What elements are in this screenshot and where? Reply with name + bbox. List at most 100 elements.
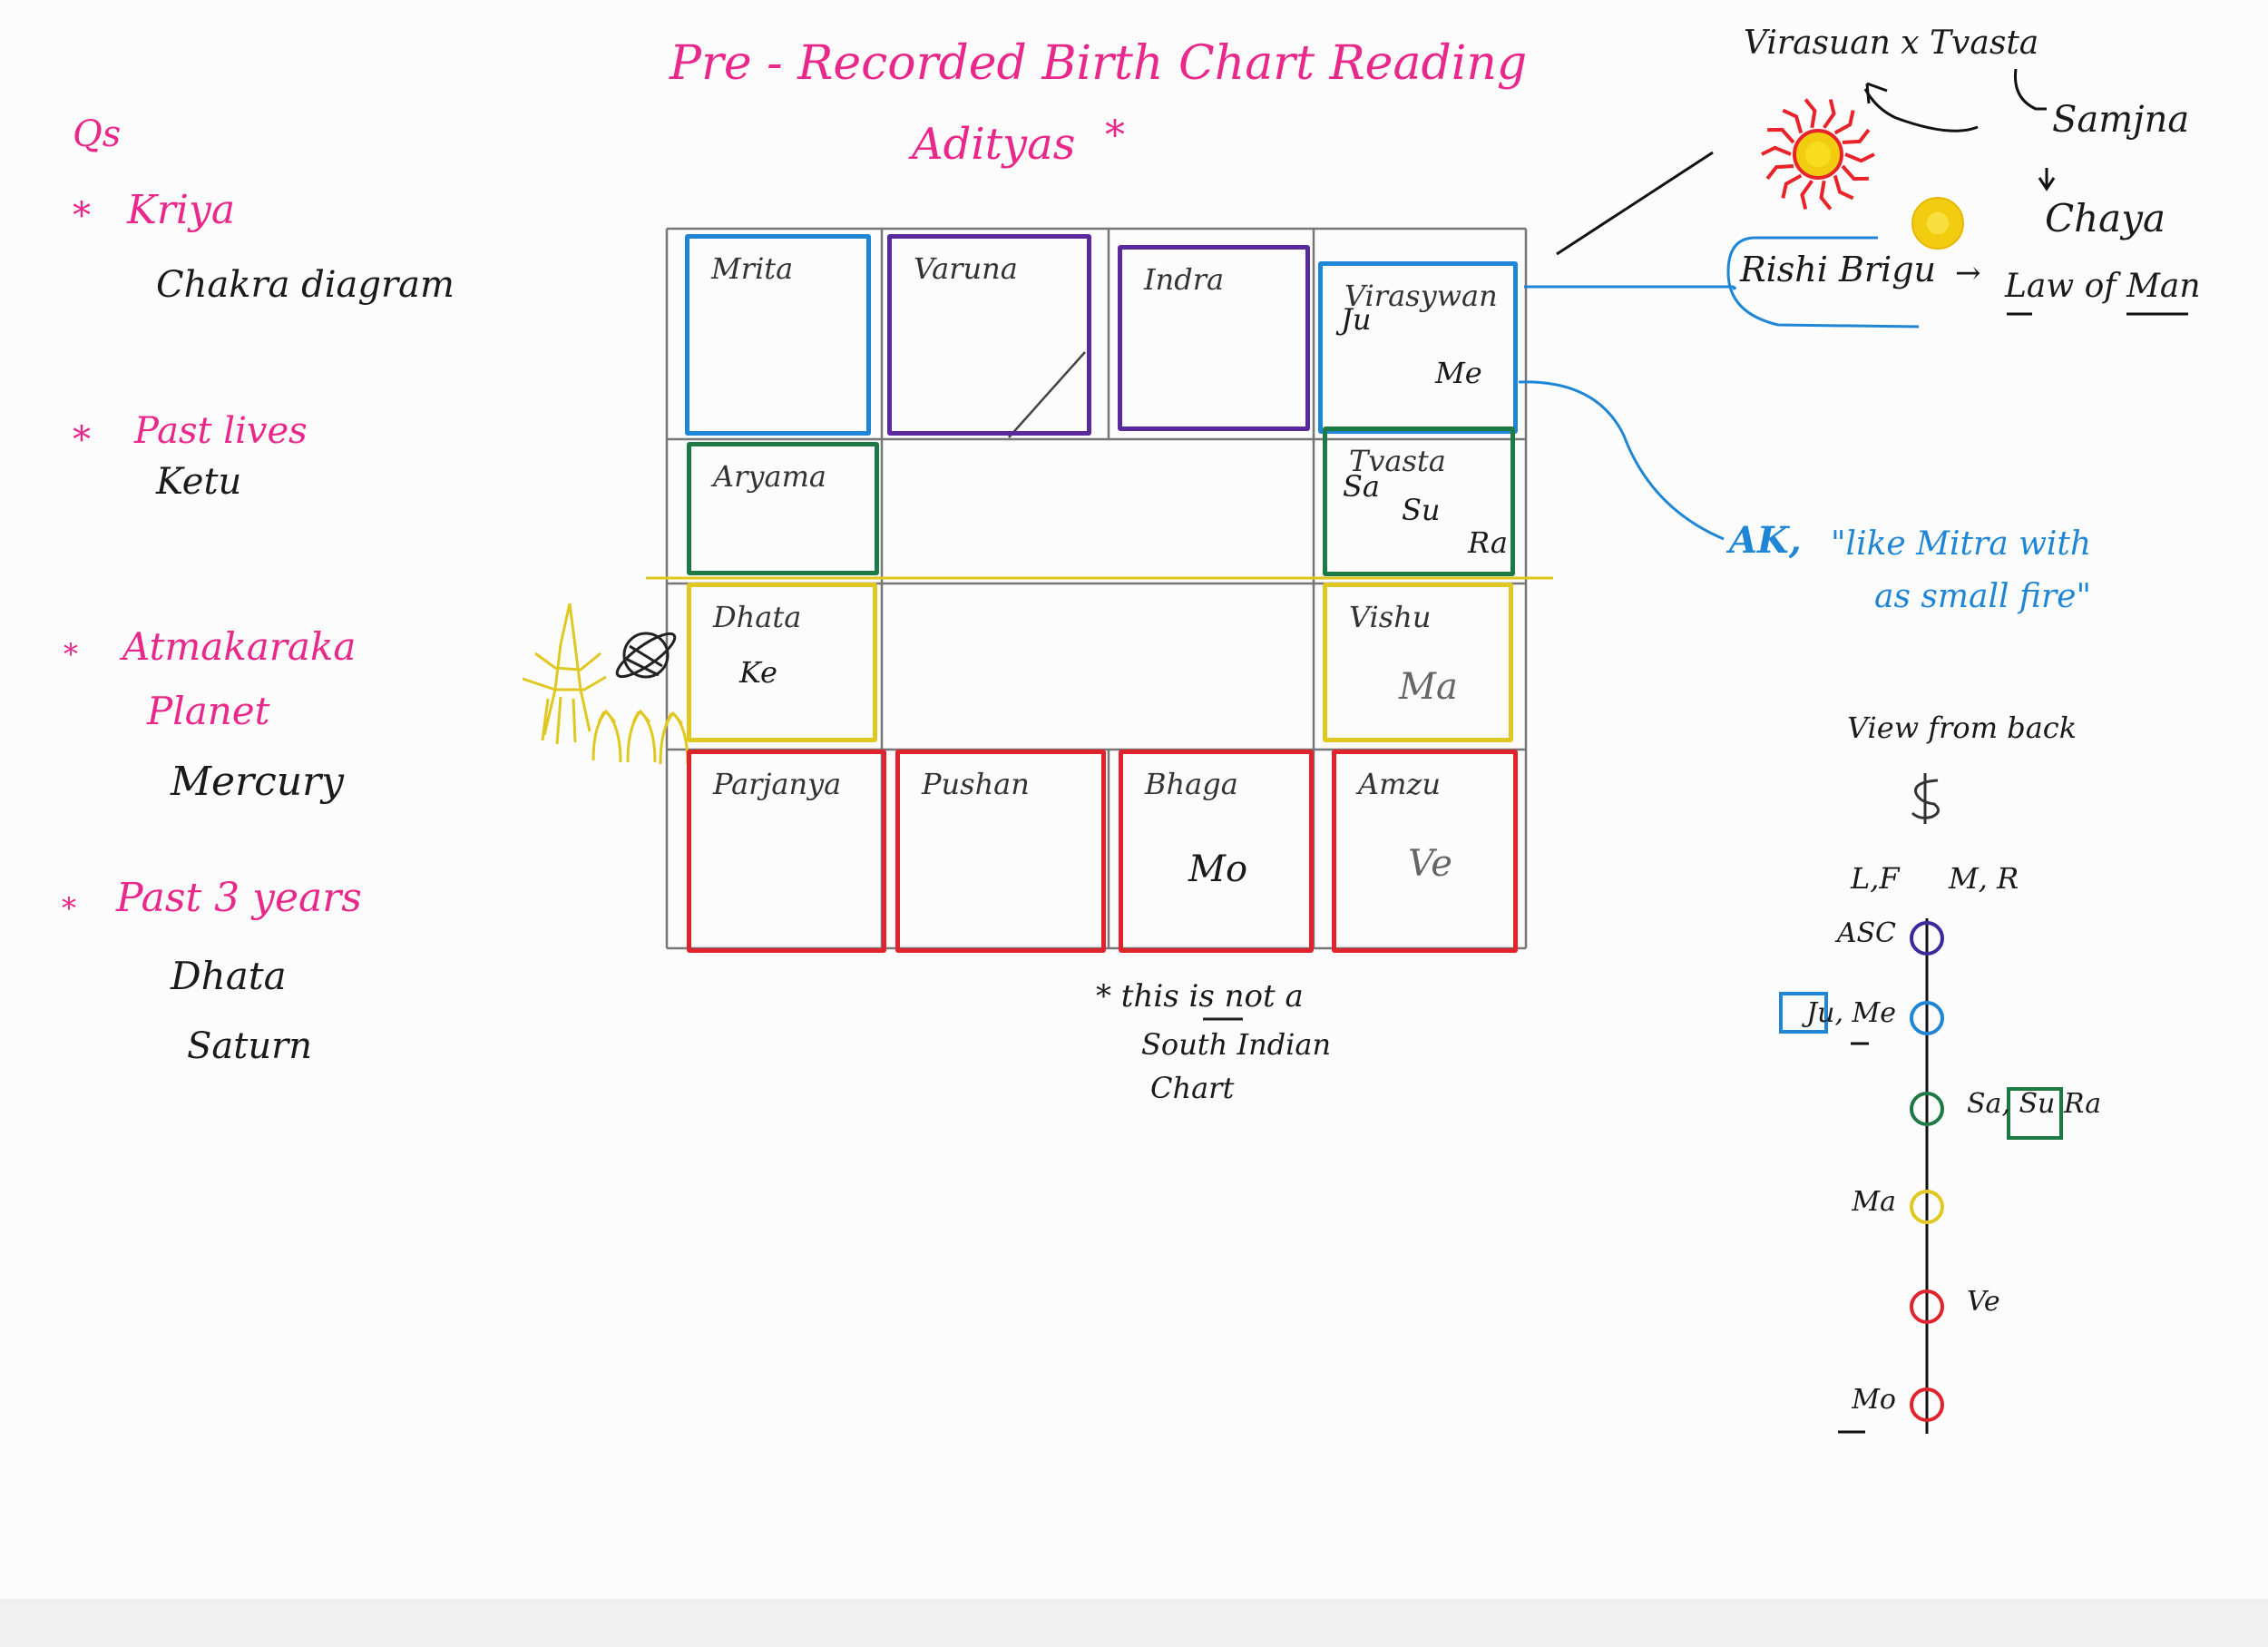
- question-past-3-years: Past 3 years: [116, 875, 362, 921]
- su-box-marker: [2007, 1087, 2063, 1140]
- question-bullet: *: [73, 195, 91, 237]
- question-bullet: *: [64, 637, 78, 672]
- house-bhaga: Bhaga: [1119, 750, 1314, 953]
- answer-past-lives: Ketu: [156, 461, 242, 503]
- planet-mo: Mo: [1188, 848, 1248, 890]
- sun-ray: [1819, 180, 1833, 211]
- spine-title: View from back: [1847, 711, 2077, 745]
- sun-ray: [1761, 145, 1792, 156]
- myth-chaya: Chaya: [2045, 196, 2165, 240]
- question-bullet: *: [62, 891, 76, 926]
- question-atmakaraka-line2: Planet: [147, 689, 270, 733]
- planet-ke: Ke: [739, 655, 777, 690]
- chakra-point: [1910, 1190, 1944, 1224]
- chakra-point: [1910, 1387, 1944, 1422]
- house-virasywan: Virasywan: [1318, 261, 1518, 434]
- house-aryama: Aryama: [687, 442, 879, 575]
- page-title: Pre - Recorded Birth Chart Reading: [670, 36, 1528, 91]
- spine-left-header: L,F: [1851, 861, 1900, 896]
- question-bullet: *: [73, 419, 91, 461]
- chart-note-line2: South Indian: [1141, 1027, 1332, 1062]
- house-name: Pushan: [922, 767, 1030, 801]
- spine-right-label: Ve: [1967, 1286, 2000, 1318]
- planet-me: Me: [1435, 356, 1482, 390]
- myth-arrow: →: [1955, 255, 1981, 291]
- ak-label: AK,: [1729, 519, 1802, 562]
- house-mrita: Mrita: [685, 234, 871, 436]
- sun-ray: [1823, 99, 1836, 129]
- planet-ve: Ve: [1408, 843, 1452, 885]
- sun-ray: [1804, 98, 1817, 129]
- planet-su: Su: [1402, 493, 1441, 527]
- rocket-icon: [522, 603, 607, 745]
- arrow-head: [1865, 82, 1888, 104]
- varuna-diagonal-stroke: [1008, 351, 1086, 438]
- house-name: Parjanya: [713, 767, 842, 801]
- arrow-to-chaya: [2038, 168, 2056, 191]
- sun-ray: [1781, 173, 1803, 199]
- house-dhata: Dhata: [687, 583, 877, 742]
- house-amzu: Amzu: [1332, 750, 1518, 953]
- question-past-lives: Past lives: [134, 410, 308, 452]
- chakra-point: [1910, 921, 1944, 956]
- ju-box-marker: [1779, 992, 1828, 1034]
- chakra-point: [1910, 1001, 1944, 1035]
- house-name: Indra: [1144, 262, 1225, 297]
- house-name: Virasywan: [1344, 279, 1498, 313]
- sun-icon: [1761, 98, 1875, 211]
- house-tvasta: Tvasta: [1323, 426, 1515, 576]
- sun-ray: [1765, 164, 1794, 181]
- spine-right-header: M, R: [1949, 861, 2019, 896]
- chart-note-line1: * this is not a: [1096, 978, 1304, 1015]
- chakra-point: [1910, 1289, 1944, 1324]
- answer-kriya: Chakra diagram: [156, 264, 455, 306]
- planet-ma: Ma: [1399, 666, 1458, 708]
- planet-ju: Ju: [1341, 302, 1372, 337]
- connector-to-ak: [1518, 380, 1725, 541]
- question-atmakaraka: Atmakaraka: [122, 624, 357, 669]
- rishi-outline: [1726, 236, 1920, 328]
- house-name: Vishu: [1349, 600, 1432, 634]
- sun-ray: [1842, 128, 1871, 144]
- chart-note-line3: Chart: [1150, 1071, 1235, 1105]
- sun-ray: [1800, 180, 1813, 210]
- spine-left-label: Mo: [1852, 1384, 1896, 1416]
- house-indra: Indra: [1118, 245, 1310, 431]
- myth-law: Law of Man: [2005, 268, 2201, 305]
- answer-past-3-years-line2: Saturn: [187, 1025, 312, 1067]
- questions-heading: Qs: [73, 113, 122, 155]
- scan-background: [0, 1599, 2268, 1647]
- myth-top-line: Virasuan x Tvasta: [1744, 25, 2039, 62]
- arrow-to-virasuan: [1863, 88, 1979, 132]
- arrow-to-samjna: [2013, 68, 2047, 111]
- sun-ray: [1833, 110, 1855, 135]
- myth-samjna: Samjna: [2052, 99, 2190, 141]
- house-name: Mrita: [711, 251, 794, 286]
- house-parjanya: Parjanya: [687, 750, 886, 953]
- sun-ray: [1841, 164, 1869, 181]
- paper-sheet: [0, 0, 2268, 1599]
- small-sun-icon: [1911, 197, 1964, 250]
- caduceus-icon: [1911, 773, 1940, 824]
- myth-rishi: Rishi Brigu: [1740, 250, 1937, 289]
- house-name: Bhaga: [1145, 767, 1238, 801]
- house-name: Amzu: [1358, 767, 1441, 801]
- connector-to-sun: [1556, 151, 1714, 256]
- planet-sa: Sa: [1343, 469, 1380, 504]
- house-vishu: Vishu: [1323, 583, 1513, 742]
- sun-ray: [1844, 152, 1875, 163]
- ak-quote-line1: "like Mitra with: [1831, 525, 2092, 563]
- house-name: Tvasta: [1349, 444, 1446, 478]
- spine-left-label: Ma: [1852, 1186, 1896, 1218]
- house-name: Dhata: [713, 600, 802, 634]
- upward-arrows-icon: [591, 709, 689, 765]
- spine-right-label: Sa, Su Ra: [1967, 1088, 2102, 1120]
- answer-atmakaraka: Mercury: [171, 759, 344, 805]
- ak-quote-line2: as small fire": [1874, 578, 2092, 615]
- spine-left-label: Ju, Me: [1806, 997, 1896, 1029]
- connector-to-rishi: [1524, 285, 1736, 290]
- subtitle-asterisk: *: [1105, 113, 1125, 159]
- question-kriya: Kriya: [127, 187, 236, 233]
- sun-ray: [1767, 127, 1795, 144]
- sun-ray: [1782, 108, 1804, 134]
